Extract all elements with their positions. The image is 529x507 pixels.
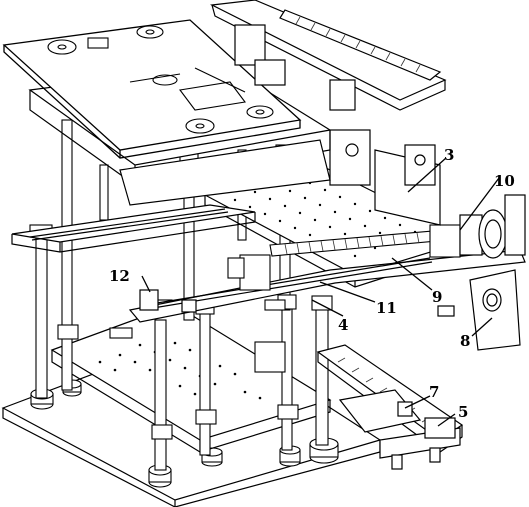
leader-12 <box>141 275 151 293</box>
leader-8 <box>471 317 493 337</box>
part-label-12: 12 <box>109 267 130 285</box>
part-label-10: 10 <box>494 172 515 190</box>
slider-block <box>338 389 456 439</box>
top-plate <box>2 19 302 159</box>
part-label-4: 4 <box>338 316 348 334</box>
rear-end-block <box>329 129 441 226</box>
cross-beam <box>11 204 256 253</box>
small-components <box>109 257 286 373</box>
leader-10 <box>459 177 500 231</box>
part-labels: 3 10 12 11 9 4 8 7 5 <box>109 146 515 421</box>
part-label-3: 3 <box>444 146 454 164</box>
part-label-9: 9 <box>432 288 442 306</box>
part-label-7: 7 <box>429 383 439 401</box>
part-label-8: 8 <box>460 332 470 350</box>
motor-coupling <box>459 194 526 259</box>
slide-rail-assembly <box>128 249 526 323</box>
leader-5 <box>437 413 456 427</box>
leader-9 <box>391 257 433 291</box>
top-plate-features <box>47 25 274 134</box>
ball-screw <box>239 224 461 291</box>
guide-columns <box>35 119 329 471</box>
side-bracket <box>437 269 521 351</box>
leader-4 <box>311 299 344 317</box>
upper-rail-cover <box>209 0 447 111</box>
leader-7 <box>404 395 431 409</box>
part-label-5: 5 <box>458 403 468 421</box>
leader-3 <box>407 157 447 193</box>
part-label-11: 11 <box>376 299 397 317</box>
leader-lines <box>141 157 500 427</box>
leader-11 <box>319 281 376 303</box>
